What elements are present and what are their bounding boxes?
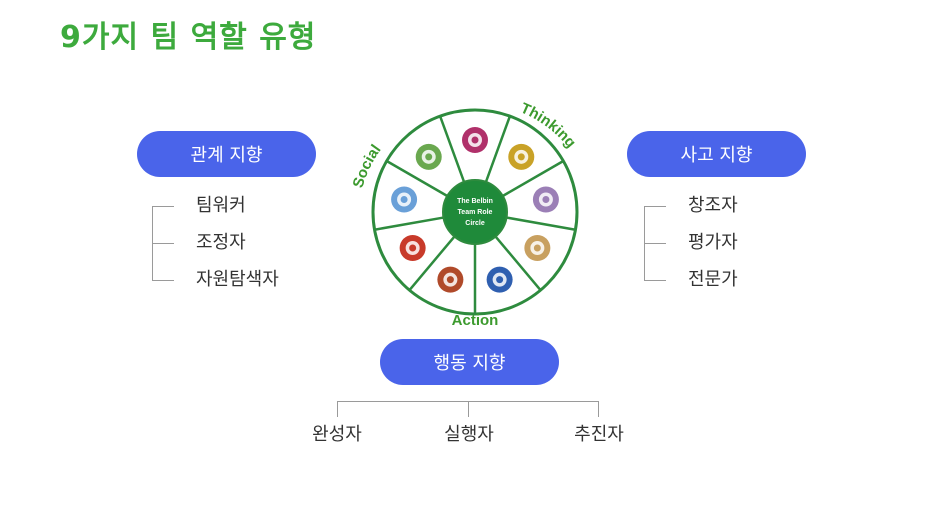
- connector-tick: [337, 401, 338, 417]
- relation-item-coordinator: 조정자: [196, 232, 246, 253]
- relation-item-teamworker: 팀워커: [196, 195, 246, 216]
- connector-tick: [152, 243, 174, 244]
- action-connector-lines: [337, 401, 599, 441]
- wheel-center-text-line: Team Role: [458, 209, 493, 216]
- resource-investigator-icon: [462, 127, 488, 153]
- wheel-segment-divider: [506, 216, 576, 231]
- specialist-icon: [524, 235, 551, 261]
- wheel-graphic: The Belbin Team Role Circle Social Think…: [350, 100, 580, 329]
- connector-tick: [152, 206, 174, 207]
- page-title: 9가지 팀 역할 유형: [60, 20, 317, 55]
- wheel-center-text-line: Circle: [465, 220, 485, 227]
- role-badge-dot: [533, 244, 541, 252]
- wheel-arc-label-action: Action: [452, 312, 499, 329]
- relation-oriented-pill: 관계 지향: [137, 131, 316, 177]
- relation-item-resource-investigator: 자원탐색자: [196, 269, 279, 290]
- connector-tick: [644, 243, 666, 244]
- action-oriented-pill: 행동 지향: [380, 339, 559, 385]
- plant-icon: [508, 143, 535, 170]
- wheel-segment-divider: [408, 235, 456, 291]
- role-badge-dot: [425, 153, 433, 161]
- thinking-items-list: 창조자 평가자 전문가: [644, 195, 844, 316]
- role-badge-dot: [496, 276, 504, 284]
- wheel-segment-divider: [374, 216, 444, 231]
- thinking-oriented-pill: 사고 지향: [627, 131, 806, 177]
- relation-items-list: 팀워커 조정자 자원탐색자: [152, 195, 352, 316]
- wheel-center-text-line: The Belbin: [457, 198, 493, 205]
- action-item-completer-finisher: 완성자: [312, 424, 362, 445]
- wheel-segment-divider: [484, 115, 512, 183]
- implementer-icon: [486, 266, 513, 293]
- completer-finisher-icon: [437, 266, 464, 293]
- role-badge-dot: [446, 276, 454, 284]
- action-item-implementer: 실행자: [444, 424, 494, 445]
- wheel-segment-divider: [386, 159, 448, 198]
- wheel-center-circle: [442, 179, 508, 245]
- action-item-shaper: 추진자: [574, 424, 624, 445]
- connector-tick: [598, 401, 599, 417]
- thinking-item-specialist: 전문가: [688, 269, 738, 290]
- coordinator-icon: [391, 186, 418, 213]
- connector-tick: [152, 280, 174, 281]
- wheel-segment-divider: [438, 115, 466, 183]
- connector-tick: [644, 206, 666, 207]
- connector-tick: [468, 401, 469, 417]
- thinking-item-monitor-evaluator: 평가자: [688, 232, 738, 253]
- belbin-team-role-wheel: The Belbin Team Role Circle Social Think…: [340, 98, 610, 334]
- connector-tick: [644, 280, 666, 281]
- role-badge-dot: [400, 195, 408, 203]
- monitor-evaluator-icon: [532, 186, 559, 213]
- wheel-segment-divider: [494, 235, 542, 291]
- role-badge-dot: [542, 195, 550, 203]
- role-badge-dot: [409, 244, 417, 252]
- thinking-item-plant: 창조자: [688, 195, 738, 216]
- role-badge-dot: [471, 136, 479, 144]
- teamworker-icon: [415, 143, 442, 170]
- wheel-segment-divider: [502, 159, 564, 198]
- role-badge-dot: [517, 153, 525, 161]
- shaper-icon: [399, 235, 426, 261]
